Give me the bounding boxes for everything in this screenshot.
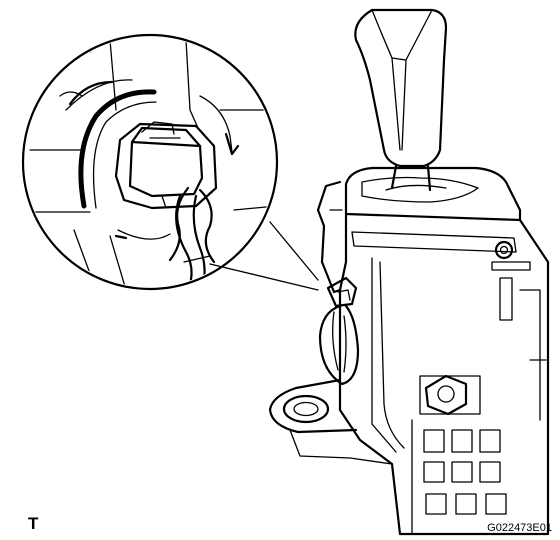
- corner-mark: T: [28, 514, 39, 533]
- callout-leader: [209, 221, 319, 291]
- connector-small: [326, 276, 358, 308]
- shift-knob: [354, 8, 448, 168]
- wire-harness-loop: [318, 304, 360, 386]
- bracket-arc: [65, 79, 240, 240]
- connector-enlarged: [114, 121, 218, 210]
- shift-lever-assembly: [268, 166, 550, 536]
- figure-code: G022473E01: [487, 522, 552, 534]
- detail-magnifier-circle: [21, 33, 279, 291]
